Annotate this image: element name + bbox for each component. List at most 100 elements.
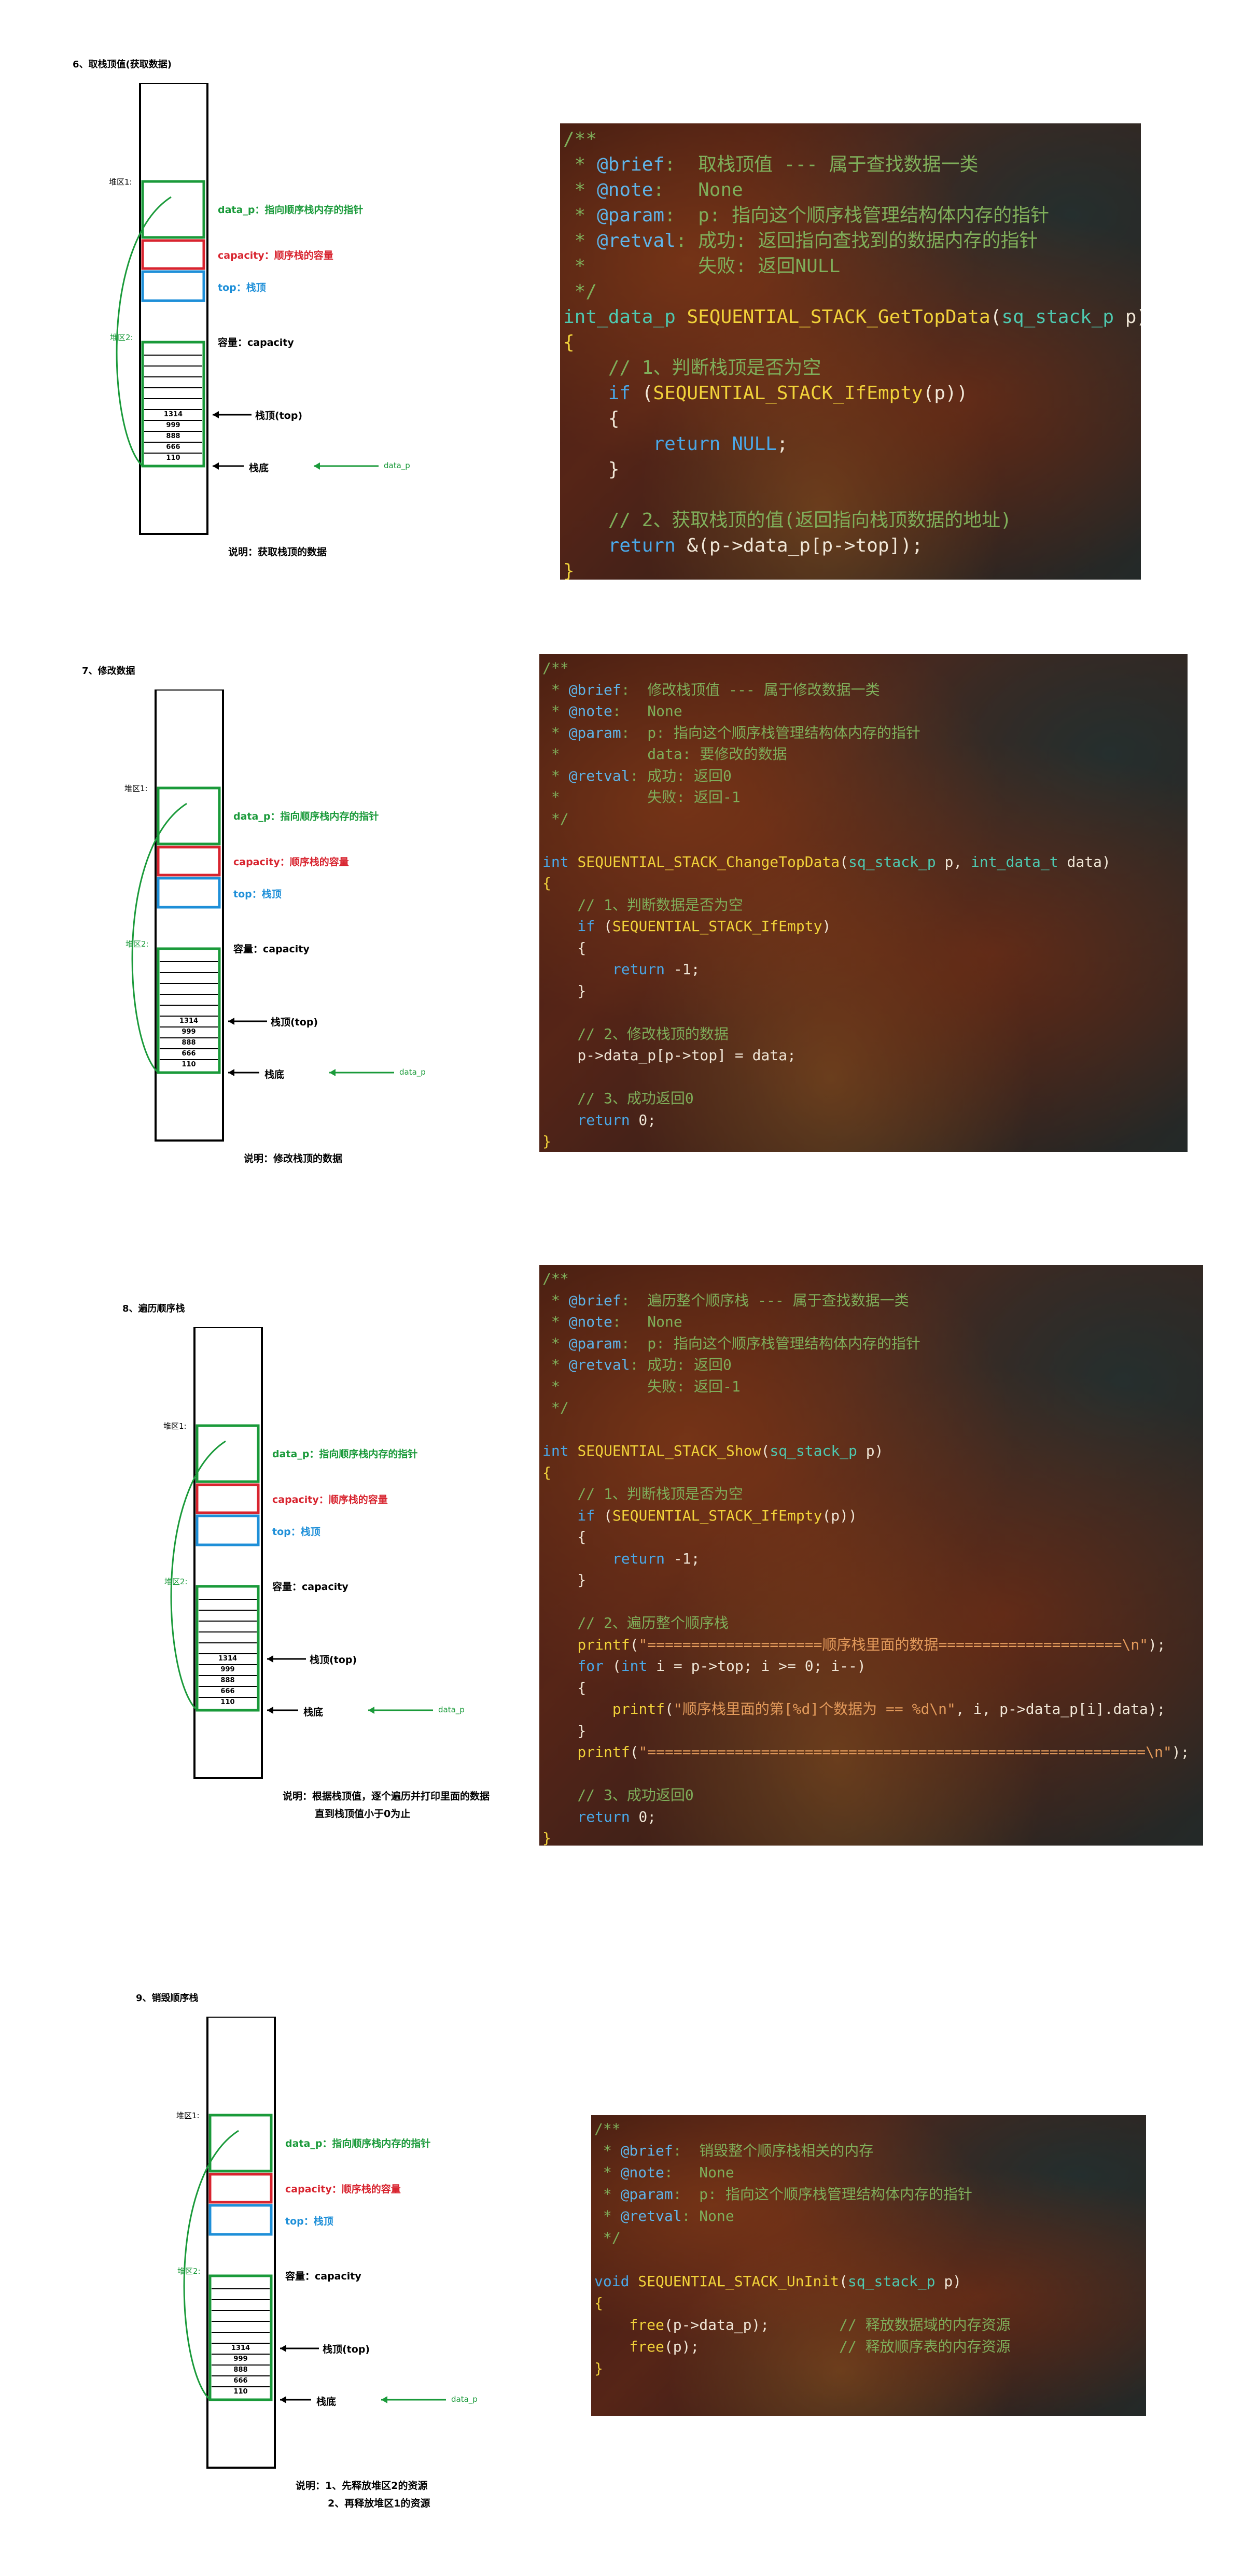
code-token: * — [542, 702, 569, 720]
code-token: : p: 指向这个顺序栈管理结构体内存的指针 — [664, 205, 1050, 226]
code-token — [569, 1442, 578, 1459]
code-line: } — [542, 980, 1184, 1002]
code-token: ( — [665, 1700, 674, 1718]
code-token: SEQUENTIAL_STACK_IfEmpty — [653, 383, 923, 404]
note-line: 说明：根据栈顶值，逐个遍历并打印里面的数据 — [283, 1791, 490, 1802]
code-token: @note — [568, 702, 612, 720]
heap2-block — [208, 2274, 273, 2401]
heap2-block — [141, 341, 205, 468]
code-token: if — [563, 383, 631, 404]
code-token: printf — [542, 1743, 630, 1761]
top-label: top：栈顶 — [285, 2216, 333, 2227]
code-token: for — [542, 1657, 604, 1674]
code-token: */ — [563, 281, 597, 302]
code-token: ( — [840, 853, 849, 870]
code-line: if (SEQUENTIAL_STACK_IfEmpty) — [542, 916, 1184, 937]
code-token: ); — [1171, 1743, 1190, 1761]
code-token: } — [542, 1829, 551, 1846]
code-token: free — [594, 2316, 664, 2333]
code-token: { — [542, 939, 587, 956]
code-line: // 1、判断数据是否为空 — [542, 894, 1184, 916]
capacity-label: capacity：顺序栈的容量 — [233, 856, 349, 868]
code-token: { — [563, 332, 575, 353]
capacity-block — [196, 1483, 260, 1514]
code-token: (p)) — [923, 383, 968, 404]
code-token: * — [563, 230, 597, 251]
code-line: { — [542, 1526, 1200, 1548]
data-p-block — [141, 180, 205, 239]
code-line: * @param: p: 指向这个顺序栈管理结构体内存的指针 — [542, 1333, 1200, 1355]
capacity-block — [157, 846, 221, 877]
code-token: : None — [664, 2164, 734, 2181]
code-line: printf("================================… — [542, 1741, 1200, 1763]
code-token: @note — [568, 1313, 612, 1330]
code-token: ( — [630, 1636, 639, 1653]
capacity-label: capacity：顺序栈的容量 — [218, 250, 333, 261]
data-p-block — [196, 1424, 260, 1483]
code-token: /** — [542, 1270, 569, 1287]
code-token: @param — [597, 205, 665, 226]
data-p-arrowhead — [314, 462, 320, 470]
code-token: ( — [595, 918, 612, 935]
code-token: p) — [935, 2273, 962, 2290]
code-token: ( — [630, 1743, 639, 1761]
data-p-arrow-label: data_p — [399, 1067, 426, 1077]
code-token: SEQUENTIAL_STACK_IfEmpty — [612, 918, 822, 935]
code-line: // 1、判断栈顶是否为空 — [563, 355, 1138, 381]
code-token: /** — [563, 129, 597, 150]
code-line — [542, 1591, 1200, 1613]
code-token: : None — [681, 2207, 734, 2225]
code-token: @retval — [568, 767, 630, 784]
code-token: : p: 指向这个顺序栈管理结构体内存的指针 — [621, 1334, 920, 1352]
data-p-arrowhead — [368, 1707, 374, 1714]
code-token: printf — [542, 1700, 665, 1718]
bottom-arrowhead — [267, 1707, 273, 1714]
bottom-arrowhead — [280, 2396, 286, 2403]
stack-cell-value: 666 — [166, 443, 180, 451]
code-token: * 失败: 返回-1 — [542, 1377, 741, 1395]
stack-bottom-label: 栈底 — [316, 2396, 337, 2408]
stack-outline — [206, 2017, 276, 2469]
code-token: "=======================================… — [638, 1743, 1172, 1761]
code-line: } — [542, 1720, 1200, 1742]
code-token: : 修改栈顶值 --- 属于修改数据一类 — [621, 681, 880, 698]
code-line: * @retval: 成功: 返回0 — [542, 765, 1184, 787]
note-line: 说明：修改栈顶的数据 — [244, 1153, 343, 1164]
code-block: /** * @brief: 销毁整个顺序栈相关的内存 * @note: None… — [591, 2115, 1146, 2416]
code-token: : 取栈顶值 --- 属于查找数据一类 — [664, 154, 979, 175]
code-token: @param — [620, 2186, 673, 2203]
code-token: 0; — [630, 1111, 657, 1129]
code-token: { — [542, 875, 551, 892]
capacity-block — [141, 239, 205, 270]
code-line: */ — [542, 808, 1184, 830]
code-token: SEQUENTIAL_STACK_GetTopData — [687, 306, 990, 328]
stack-top-label: 栈顶(top) — [255, 410, 303, 421]
code-block: /** * @brief: 遍历整个顺序栈 --- 属于查找数据一类 * @no… — [539, 1265, 1203, 1846]
data-p-pointer-curve — [116, 196, 172, 467]
code-token: return — [563, 433, 721, 455]
code-line: // 3、成功返回0 — [542, 1088, 1184, 1109]
heap2-label: 堆区2: — [125, 939, 149, 949]
code-token: { — [594, 2295, 603, 2312]
stack-top-label: 栈顶(top) — [271, 1017, 318, 1028]
stack-top-label: 栈顶(top) — [323, 2344, 370, 2355]
code-line — [542, 1002, 1184, 1023]
code-line: * @brief: 遍历整个顺序栈 --- 属于查找数据一类 — [542, 1290, 1200, 1312]
code-line: return 0; — [542, 1109, 1184, 1131]
diagram-svg — [116, 83, 379, 535]
code-line: * @brief: 修改栈顶值 --- 属于修改数据一类 — [542, 679, 1184, 701]
code-line: { — [594, 2292, 1143, 2314]
code-token: // 2、遍历整个顺序栈 — [542, 1614, 729, 1631]
code-token: { — [542, 1528, 587, 1545]
code-token: @param — [568, 1334, 621, 1352]
code-token: p) — [1125, 306, 1141, 328]
code-token: */ — [594, 2229, 621, 2246]
code-line — [542, 1419, 1200, 1441]
stack-bottom-label: 栈底 — [303, 1707, 324, 1718]
code-token: int_data_p — [563, 306, 676, 328]
code-token: data) — [1058, 853, 1111, 870]
code-token: } — [542, 1133, 551, 1150]
capacity-block — [208, 2173, 273, 2204]
